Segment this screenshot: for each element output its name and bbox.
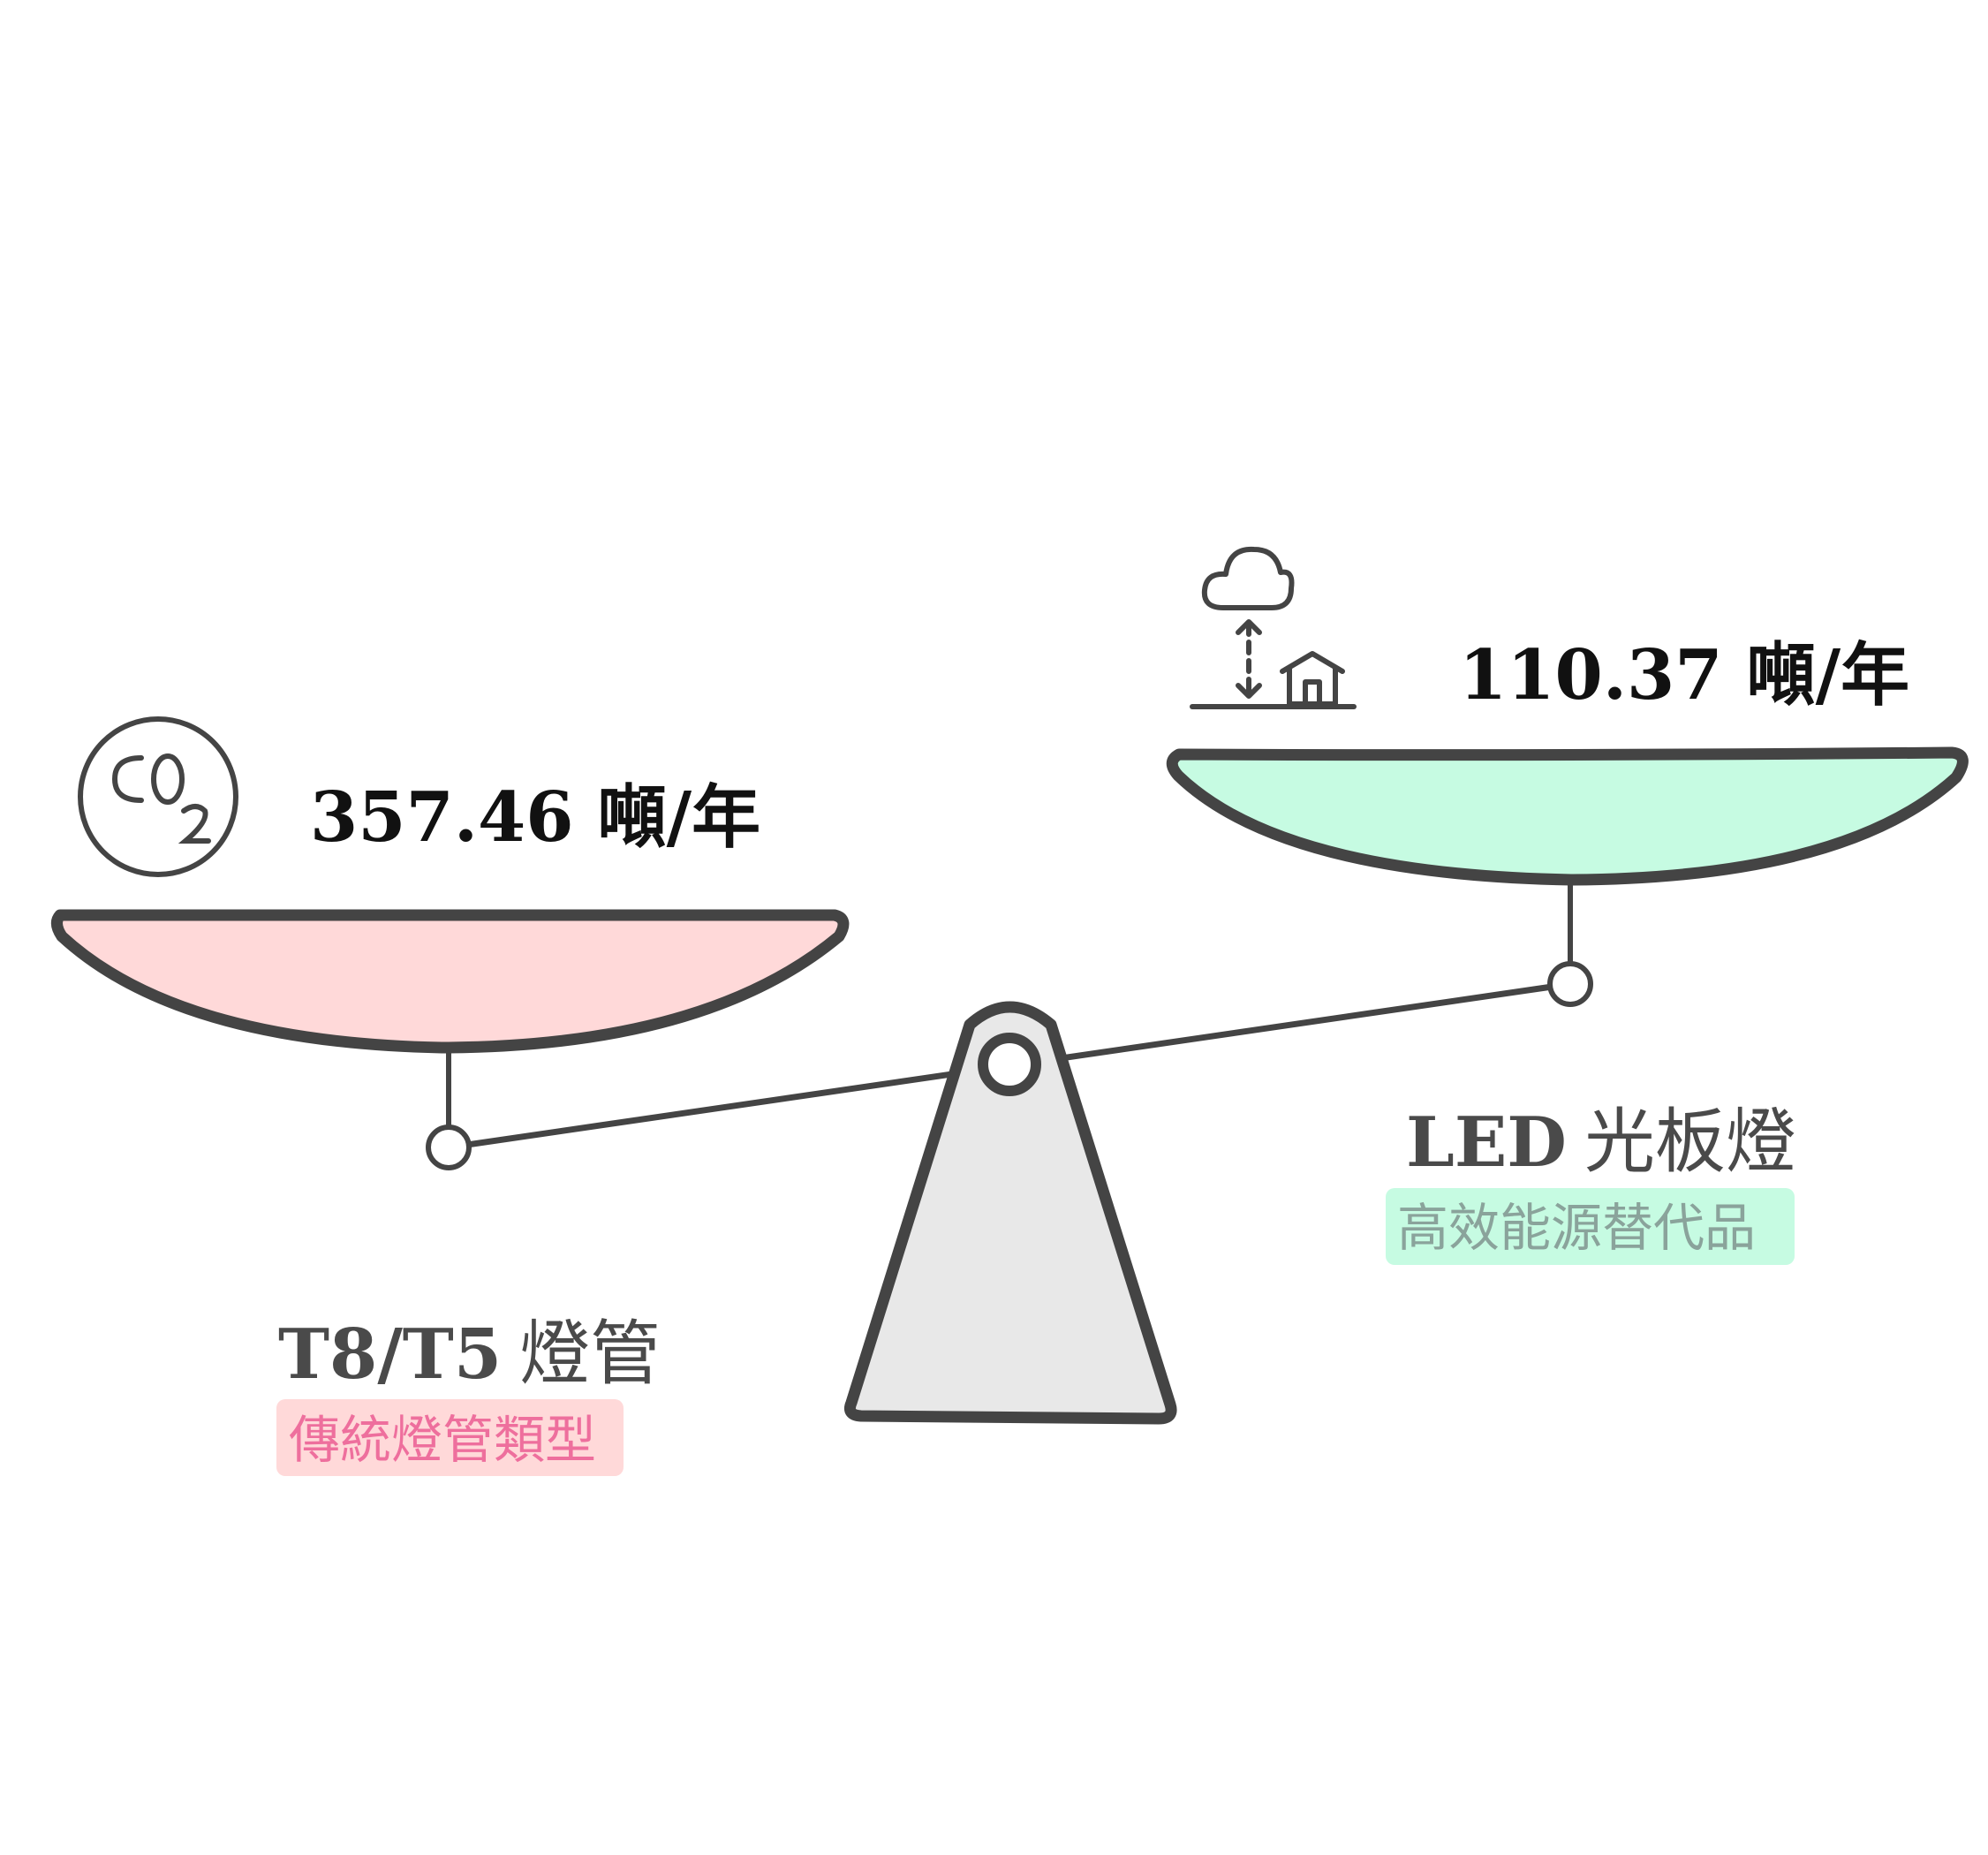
right-subtitle: 高效能源替代品 [1397,1198,1756,1258]
left-subtitle-badge [276,1399,624,1476]
left-hanger-ring [426,1124,472,1170]
fulcrum [843,1001,1177,1425]
co2-icon [78,716,238,877]
right-hanger-ring [1547,961,1593,1007]
right-pan [1166,746,1969,886]
right-subtitle-badge [1386,1188,1795,1265]
pivot-circle [978,1033,1041,1096]
right-title-latin: LED [1406,1102,1567,1183]
right-title-cjk: 光板燈 [1584,1101,1796,1183]
left-title-latin: T8/T5 [278,1314,502,1395]
left-emission-value: 357.46 噸/年 [310,777,760,858]
left-pan [51,909,850,1054]
right-emission-value: 110.37 噸/年 [1459,635,1909,716]
left-title-cjk: 燈管 [519,1313,661,1395]
left-subtitle: 傳統燈管類型 [289,1410,596,1470]
cloud-house-icon [1190,546,1357,709]
